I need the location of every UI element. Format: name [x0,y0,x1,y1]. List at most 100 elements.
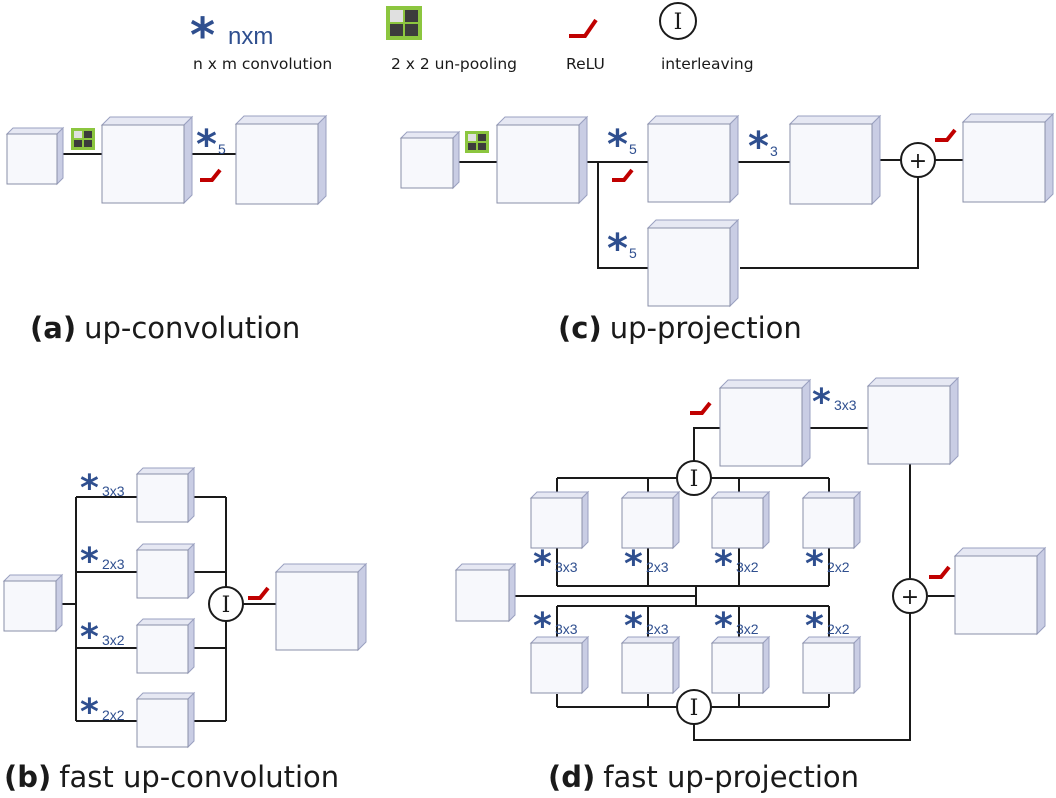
convolution-size: 2x2 [827,621,850,637]
block-side-face [1036,546,1046,636]
sum-c: + [900,142,936,178]
block-d-top-conv-2 [620,490,681,550]
svg-text:(d)fast up-projection: (d)fast up-projection [548,760,859,794]
interleave-d-bottom-symbol: I [690,696,699,721]
convolution-icon: *3x3 [80,468,125,509]
convolution-star: * [624,544,643,585]
caption-d-tag: (d) [548,760,595,794]
connector-line [693,427,720,462]
block-top-face [100,116,194,126]
block-d-bottom-conv-3 [710,635,771,695]
block-d-bottom-conv-1 [529,635,590,695]
block-front-face [802,497,855,549]
convolution-size: 3x3 [555,559,578,575]
convolution-size: 5 [629,245,637,261]
interleave-d-bottom: I [676,689,712,725]
block-front-face [6,133,58,185]
legend-interleave-label: interleaving [661,55,754,73]
unpool-cell [478,143,486,150]
block-top-face [135,543,196,551]
block-side-face [183,115,193,205]
block-d-top-conv-1 [529,490,590,550]
block-side-face [187,542,195,600]
legend-unpool-icon [386,6,422,40]
block-side-face [581,635,589,695]
sum-c-symbol: + [909,149,927,174]
block-front-face [101,124,185,204]
convolution-star: * [80,468,99,509]
block-d-bottom-conv-2 [620,635,681,695]
caption-d-title: fast up-projection [603,760,859,794]
block-side-face [578,115,588,205]
connector-line [597,162,648,269]
block-top-face [2,574,64,582]
convolution-star: * [533,606,552,647]
caption-a: (a)up-convolution [30,311,300,345]
legend-conv-subscript: nxm [228,23,273,50]
block-b-conv2x3 [135,542,196,600]
convolution-size: 2x3 [646,621,669,637]
block-top-face [5,127,65,135]
legend-unpool-label: 2 x 2 un-pooling [391,55,517,73]
unpool-cell [468,134,476,141]
convolution-star: * [80,541,99,582]
block-top-face [961,113,1055,123]
convolution-size: 3 [770,143,778,159]
convolution-size: 3x3 [834,397,857,413]
block-front-face [867,385,951,465]
block-top-face [135,692,196,700]
convolution-size: 3x3 [102,483,125,499]
unpool-icon [465,131,489,153]
legend-conv-icon: * [190,8,215,64]
convolution-star: * [607,122,628,168]
connector-line [693,613,911,741]
block-front-face [400,137,454,189]
convolution-icon: *3 [748,124,778,170]
relu-icon [935,128,957,142]
relu-icon [690,401,712,415]
block-front-face [530,642,583,694]
block-front-face [647,227,731,307]
block-front-face [647,123,731,203]
convolution-size: 5 [629,141,637,157]
block-top-face [135,618,196,626]
block-front-face [235,123,319,205]
block-side-face [871,114,881,206]
convolution-icon: *5 [607,122,637,168]
convolution-icon: *3x2 [714,606,759,647]
block-front-face [3,580,57,632]
interleave-d-top: I [676,460,712,496]
block-side-face [581,490,589,550]
relu-icon [612,168,634,182]
caption-c-tag: (c) [558,311,602,345]
unpool-icon [71,128,95,150]
block-front-face [136,473,189,523]
convolution-size: 2x3 [102,556,125,572]
convolution-icon: *3x3 [812,382,857,423]
convolution-star: * [714,544,733,585]
legend-interleave-symbol: I [674,10,683,35]
block-side-face [853,635,861,695]
relu-icon [929,565,951,579]
convolution-star: * [196,122,217,168]
block-c-unpooled [495,115,589,205]
caption-a-tag: (a) [30,311,76,345]
interleave-b-circle [208,586,244,622]
caption-b-tag: (b) [4,760,51,794]
block-side-face [949,376,959,466]
interleave-d-top-circle [676,460,712,496]
block-top-face [646,115,740,125]
caption-b: (b)fast up-convolution [4,760,339,794]
convolution-size: 3x3 [555,621,578,637]
legend-interleave-icon [659,2,697,40]
block-side-face [56,126,64,186]
block-side-face [729,218,739,308]
connection-lines [57,153,963,741]
block-top-face [620,491,681,499]
block-d-conv3x3 [866,376,960,466]
convolution-icon: *2x2 [805,544,850,585]
block-side-face [1044,112,1054,204]
convolution-icon: *3x2 [80,617,125,658]
block-side-face [187,691,195,749]
block-top-face [529,491,590,499]
